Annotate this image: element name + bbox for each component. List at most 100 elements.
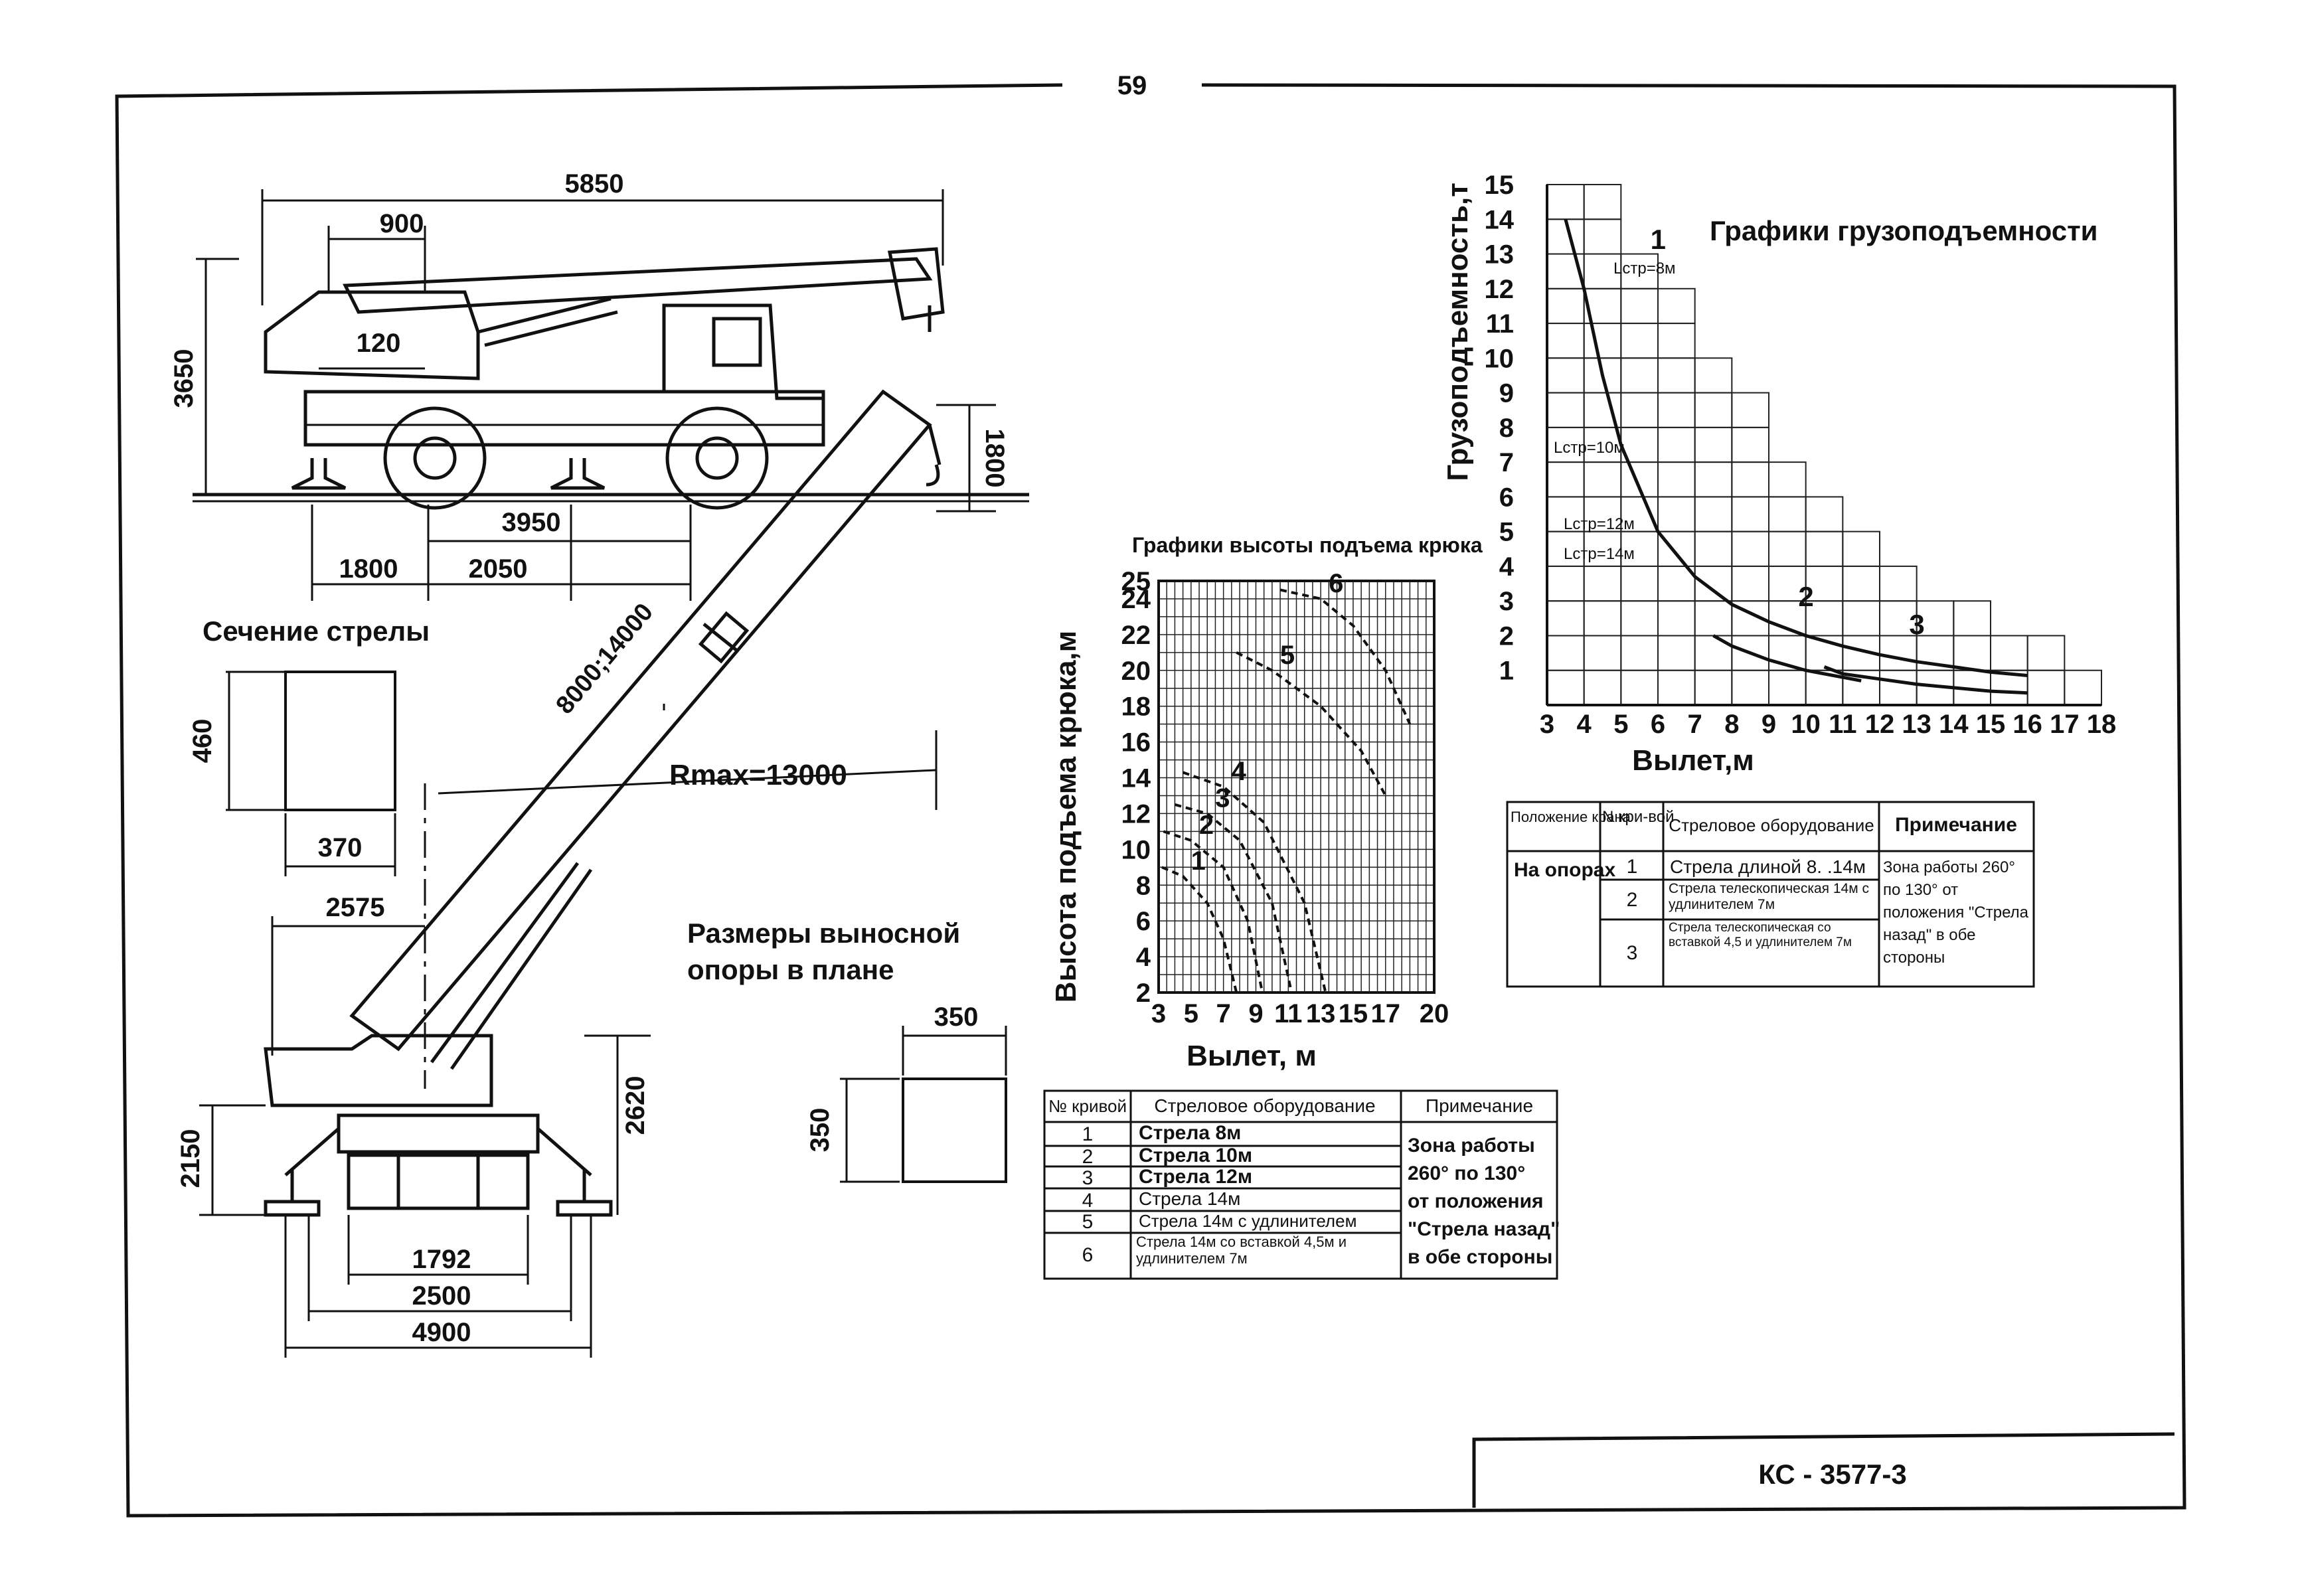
hook-curve-2 [1163, 830, 1264, 993]
y-tick-label: 12 [1121, 799, 1151, 829]
y-tick-label: 5 [1499, 518, 1514, 547]
grid-cell [1842, 530, 1880, 567]
hook-table-row-n: 6 [1082, 1244, 1094, 1266]
grid-cell [1731, 426, 1769, 463]
load-table-row-3-equip-wrap: Стрела телескопическая со вставкой 4,5 и… [1669, 921, 1852, 949]
rmax-label: Rmax=13000 [669, 759, 847, 791]
grid-cell [1694, 461, 1733, 498]
hook-table-note-line: от положения [1408, 1190, 1544, 1212]
dim-2500: 2500 [412, 1281, 471, 1311]
y-tick-label: 14 [1121, 764, 1151, 793]
hook-chart-ylabel: Высота подъема крюка,м [1050, 631, 1082, 1002]
y-tick-label: 18 [1121, 692, 1151, 722]
load-table-grid [1506, 801, 2035, 988]
hook-table-header-equip: Стреловое оборудование [1154, 1095, 1375, 1116]
grid-cell [1583, 565, 1622, 602]
load-table-header-equip: Стреловое оборудование [1669, 815, 1874, 835]
x-tick-label: 11 [1274, 999, 1302, 1028]
boom-label-10m: Lстр=10м [1554, 439, 1625, 457]
boom-section-drawing [226, 671, 396, 876]
boom-label-14m: Lстр=14м [1564, 545, 1635, 563]
grid-cell [1546, 565, 1585, 602]
dim-2150: 2150 [176, 1129, 205, 1188]
curve-label: 4 [1232, 757, 1247, 786]
grid-cell [2026, 669, 2066, 706]
outrigger-width: 350 [934, 1002, 979, 1032]
dim-120: 120 [357, 329, 401, 358]
hook-table-row-n: 2 [1082, 1146, 1094, 1168]
load-table-row-n: 3 [1627, 942, 1638, 964]
grid-cell [1657, 287, 1696, 325]
y-tick-label: 2 [1499, 621, 1514, 651]
doc-code: КС - 3577-3 [1758, 1459, 1907, 1490]
load-table-header-position: Положение крана [1511, 809, 1631, 825]
y-tick-label: 10 [1485, 344, 1515, 373]
hook-chart-grid [1157, 580, 1436, 994]
load-table-position: На опорах [1514, 859, 1615, 881]
load-chart-title: Графики грузоподъемности [1710, 215, 2097, 246]
grid-cell [1694, 426, 1733, 463]
dim-overall-length: 5850 [565, 169, 624, 199]
y-tick-label: 6 [1136, 907, 1151, 936]
x-tick-label: 4 [1577, 710, 1592, 739]
grid-cell [1583, 461, 1622, 498]
grid-cell [1583, 635, 1622, 671]
load-chart-curves: 123 [1564, 218, 2028, 695]
load-table-header-note: Примечание [1895, 814, 2017, 836]
load-table-row-equip: Стрела длиной 8. .14м [1670, 856, 1866, 877]
load-chart-xlabel: Вылет,м [1632, 744, 1754, 777]
grid-cell [1657, 600, 1696, 637]
hook-table-note-line: 260° по 130° [1408, 1162, 1525, 1184]
sheet-frame [115, 83, 2186, 1518]
grid-cell [1546, 357, 1585, 394]
grid-cell [1694, 530, 1733, 567]
x-tick-label: 17 [1371, 999, 1401, 1028]
y-tick-label: 14 [1485, 205, 1515, 234]
x-tick-label: 7 [1688, 710, 1702, 739]
x-tick-label: 3 [1540, 710, 1554, 739]
y-tick-label: 3 [1499, 587, 1514, 616]
x-tick-label: 5 [1613, 710, 1628, 739]
curve-label: 3 [1215, 783, 1230, 813]
x-tick-label: 15 [1976, 710, 2006, 739]
y-tick-label: 20 [1121, 657, 1151, 686]
hook-curve-3 [1174, 803, 1293, 993]
load-table-header-n: N кри-вой [1602, 808, 1674, 826]
load-table-row-2-equip-wrap: Стрела телескопическая 14м с удлинителем… [1669, 881, 1869, 912]
grid-cell [1768, 530, 1807, 567]
x-tick-label: 12 [1865, 710, 1895, 739]
grid-cell [2064, 669, 2102, 706]
grid-cell [1731, 530, 1769, 567]
curve-label: 6 [1329, 569, 1343, 598]
grid-cell [1620, 253, 1659, 289]
hook-table-row-equip: Стрела 14м с удлинителем [1139, 1211, 1356, 1231]
x-tick-label: 13 [1306, 999, 1336, 1028]
grid-cell [1694, 392, 1733, 428]
x-tick-label: 13 [1902, 710, 1931, 739]
hook-table-grid [1043, 1089, 1558, 1280]
x-tick-label: 17 [2050, 710, 2080, 739]
page-number: 59 [1117, 71, 1147, 100]
load-curve-2 [1712, 634, 1862, 682]
boom-length-label: 8000;14000 [551, 598, 659, 719]
boom-section-title: Сечение стрелы [203, 615, 430, 647]
hook-table-row-equip: Стрела 12м [1139, 1166, 1252, 1188]
grid-cell [1620, 392, 1659, 428]
grid-cell [1879, 565, 1918, 602]
plot-frame [1157, 580, 1436, 994]
hook-chart-xlabel: Вылет, м [1187, 1040, 1317, 1072]
grid-cell [1583, 184, 1622, 220]
y-tick-label: 15 [1485, 171, 1515, 200]
hook-table-note-line: "Стрела назад" [1408, 1218, 1560, 1240]
curve-label: 1 [1651, 224, 1666, 255]
x-tick-label: 3 [1151, 999, 1166, 1028]
load-curve-1 [1564, 218, 2028, 678]
dim-2620: 2620 [621, 1076, 650, 1135]
dim-900: 900 [380, 209, 424, 238]
grid-cell [1805, 496, 1844, 532]
outrigger-title-line2: опоры в плане [687, 954, 894, 985]
y-tick-label: 10 [1121, 835, 1151, 864]
hook-table-header-n: № кривой [1048, 1096, 1127, 1116]
